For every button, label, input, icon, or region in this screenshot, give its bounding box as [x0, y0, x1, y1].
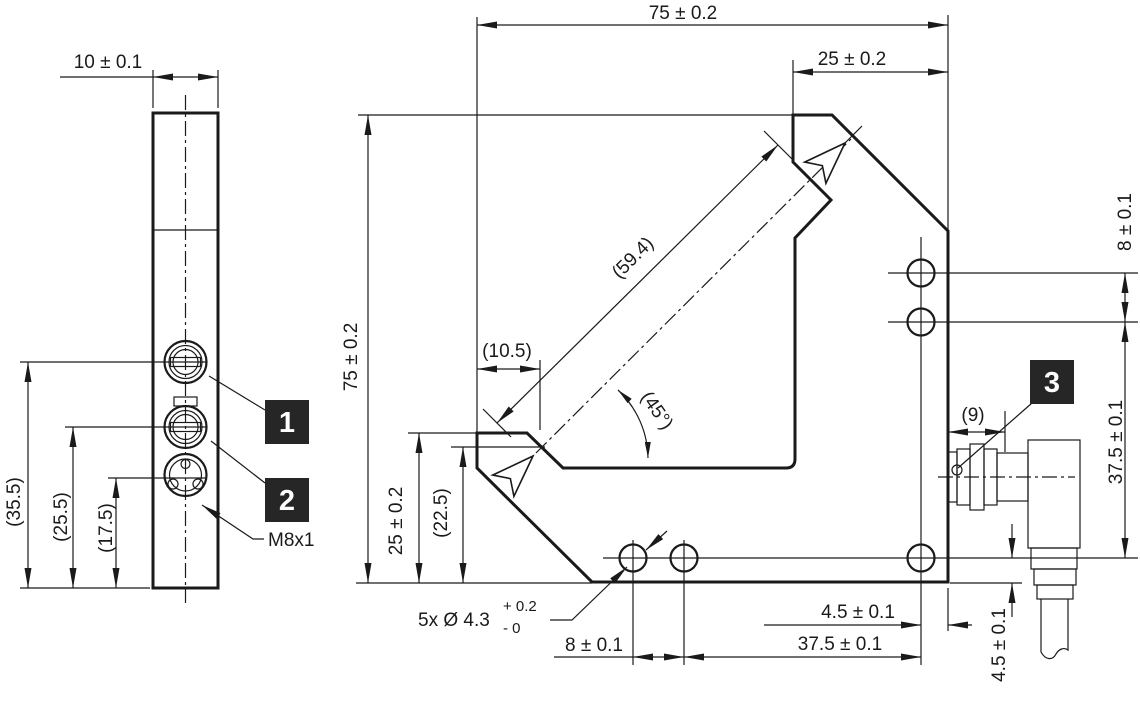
holes-label-text: 5x Ø 4.3 — [418, 610, 490, 631]
dim-connector-protrusion-text: (9) — [961, 405, 984, 426]
mounting-hole — [906, 307, 936, 337]
dim-bottom-edge: 4.5 ± 0.1 — [764, 588, 972, 631]
dim-side-width-text: 10 ± 0.1 — [74, 52, 143, 73]
dim-pot1-height-text: (35.5) — [4, 477, 25, 527]
mounting-hole — [906, 543, 936, 573]
dim-right-span: 37.5 ± 0.1 — [1106, 322, 1129, 558]
dim-left-offset-text: 25 ± 0.2 — [386, 487, 407, 556]
mounting-hole — [669, 543, 699, 573]
dim-right-edge: 4.5 ± 0.1 — [950, 524, 1022, 682]
m8-pin — [167, 478, 179, 490]
mounting-hole — [618, 543, 648, 573]
dim-connector-protrusion: (9) — [948, 405, 1006, 452]
callout-2-leader — [210, 440, 266, 484]
holes-tol-minus-text: - 0 — [503, 620, 521, 637]
callout-2-number: 2 — [279, 485, 295, 517]
dim-bottom-edge-text: 4.5 ± 0.1 — [821, 602, 895, 623]
beam-direction-arrow-upper — [802, 141, 847, 186]
thread-label-text: M8x1 — [268, 530, 314, 551]
dim-side-heights: (35.5) (25.5) (17.5) — [4, 361, 207, 589]
thread-label: M8x1 — [201, 504, 314, 551]
callout-1-leader — [208, 375, 266, 411]
thread-label-leader — [201, 504, 264, 540]
main-body-outline — [475, 113, 950, 584]
beam-exit-tick — [843, 125, 863, 145]
dim-left-height-text: 75 ± 0.2 — [341, 323, 362, 392]
callout-2: 2 — [210, 440, 309, 522]
dim-left-aux-text: (22.5) — [431, 488, 452, 538]
mounting-hole — [906, 258, 936, 288]
dim-top-width: 75 ± 0.2 — [477, 3, 949, 231]
cable — [1040, 599, 1069, 660]
dim-side-width: 10 ± 0.1 — [60, 52, 219, 108]
dim-bottom-span-text: 37.5 ± 0.1 — [798, 634, 882, 655]
dim-slot-offset-text: (10.5) — [482, 341, 532, 362]
mounting-holes — [603, 237, 1138, 665]
dim-left-aux: (22.5) — [431, 446, 545, 583]
holes-label-leader — [550, 566, 628, 621]
dim-slot-offset: (10.5) — [477, 341, 541, 430]
dim-connector-height-text: (17.5) — [96, 503, 117, 553]
callout-1-number: 1 — [279, 407, 295, 439]
beam-direction-arrow-lower — [490, 454, 535, 499]
dim-bottom-span: 37.5 ± 0.1 — [684, 634, 921, 661]
m8-pin — [180, 458, 191, 470]
holes-label-arrow-2 — [645, 530, 668, 551]
side-view-body-outline — [151, 111, 220, 590]
dim-right-edge-text: 4.5 ± 0.1 — [989, 608, 1010, 682]
side-view: 10 ± 0.1 (35.5) (25.5) (17.5) 1 2 — [4, 52, 314, 603]
dim-pot2-height-text: (25.5) — [51, 492, 72, 542]
dim-right-span-text: 37.5 ± 0.1 — [1106, 400, 1127, 484]
dim-bottom-hole-pitch-text: 8 ± 0.1 — [565, 635, 623, 656]
callout-2-box — [265, 478, 309, 522]
dim-top-offset-text: 25 ± 0.2 — [818, 49, 887, 70]
dim-right-hole-pitch: 8 ± 0.1 — [1115, 193, 1136, 322]
callout-3: 3 — [957, 360, 1074, 469]
dim-left-height: 75 ± 0.2 — [341, 115, 592, 584]
strain-relief-rib — [1036, 584, 1074, 600]
holes-label: 5x Ø 4.3 + 0.2 - 0 — [418, 530, 668, 637]
callout-1: 1 — [208, 375, 309, 444]
dim-left-offset: 25 ± 0.2 — [386, 432, 477, 583]
m8-connector-face — [163, 452, 208, 498]
callout-1-box — [265, 400, 309, 444]
dim-top-width-text: 75 ± 0.2 — [649, 3, 718, 24]
dim-top-offset: 25 ± 0.2 — [792, 49, 948, 115]
dim-right-hole-pitch-text: 8 ± 0.1 — [1115, 193, 1136, 251]
callout-3-box — [1030, 360, 1074, 404]
m8-pin — [192, 478, 204, 490]
dim-bottom-hole-pitch: 8 ± 0.1 — [554, 635, 684, 661]
holes-tol-plus-text: + 0.2 — [503, 598, 537, 615]
callout-3-leader — [957, 402, 1033, 469]
cable-connector — [938, 439, 1081, 660]
connector-detail-circle — [951, 464, 963, 476]
callout-3-number: 3 — [1044, 367, 1060, 399]
